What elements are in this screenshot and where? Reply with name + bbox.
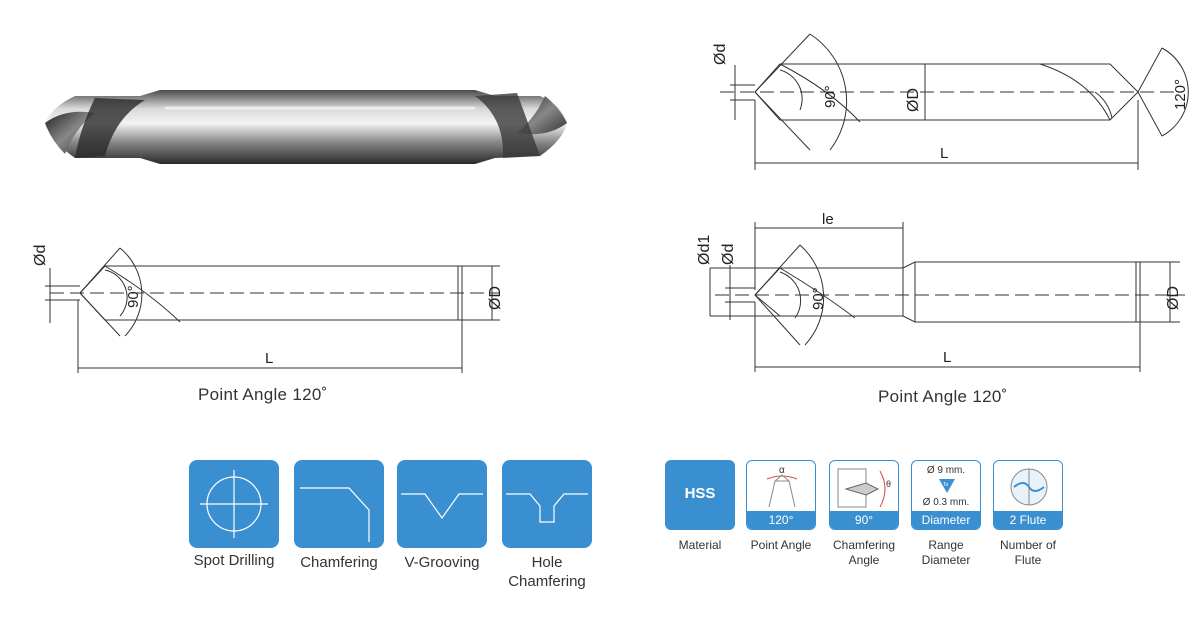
app-hole-chamfering-label: Hole Chamfering [508, 554, 586, 590]
spec-point-angle-card: α 120° [746, 460, 816, 530]
label-d: Ød [712, 44, 729, 65]
spec-flute-label: Number of Flute [999, 538, 1057, 567]
range-min: Ø 0.3 mm. [922, 497, 970, 508]
spec-chamfering-angle-card: θ 90° [829, 460, 899, 530]
spec-flute-value: 2 Flute [994, 511, 1062, 529]
chamfer-angle-icon: θ [837, 468, 891, 508]
spec-flute-card: 2 Flute [993, 460, 1063, 530]
flute-icon [1010, 468, 1048, 506]
app-hole-chamfering-tile [502, 460, 592, 548]
drawing-double-end: Ød ØD 90° 120° L [712, 33, 1189, 170]
spec-range-diameter-label: Range Diameter [921, 538, 971, 567]
label-d: Ød [720, 244, 737, 265]
label-D: ØD [487, 286, 504, 310]
label-90: 90° [810, 287, 827, 310]
app-v-grooving-label: V-Grooving [404, 554, 480, 571]
spec-range-diameter-card: Ø 9 mm. To Ø 0.3 mm. Diameter [911, 460, 981, 530]
app-spot-drilling-tile [189, 460, 279, 548]
label-90: 90° [125, 285, 142, 308]
alpha-symbol: α [779, 465, 785, 476]
spec-material-label: Material [678, 538, 722, 552]
label-L: L [265, 350, 273, 367]
label-d1: Ød1 [696, 235, 713, 265]
spec-chamfering-angle-label: Chamfering Angle [832, 538, 896, 567]
product-photo [45, 90, 567, 164]
theta-symbol: θ [886, 479, 891, 489]
label-120: 120° [1172, 79, 1189, 110]
range-to: To [943, 482, 949, 488]
label-L: L [940, 145, 948, 162]
spec-material-value: HSS [684, 485, 716, 502]
spec-range-diameter-value: Diameter [912, 511, 980, 529]
label-d: Ød [32, 245, 49, 266]
crosshair-icon [200, 470, 268, 538]
spec-material-card: HSS [665, 460, 735, 530]
drawing-stepped: Ød1 Ød le ØD 90° L [696, 211, 1185, 372]
chamfer-icon [300, 487, 370, 542]
range-arrow-icon: To [939, 479, 955, 493]
v-groove-icon [401, 493, 483, 520]
point-angle-icon: α [766, 465, 798, 508]
label-D: ØD [1165, 286, 1182, 310]
spec-point-angle-label: Point Angle [750, 538, 812, 552]
drawing-single-end: Ød ØD 90° L [32, 245, 504, 373]
spec-chamfering-angle-value: 90° [830, 511, 898, 529]
caption-left: Point Angle 120˚ [198, 385, 328, 404]
app-chamfering-label: Chamfering [300, 554, 378, 571]
app-chamfering-tile [294, 460, 384, 548]
caption-right: Point Angle 120˚ [878, 387, 1008, 406]
label-L: L [943, 349, 951, 366]
app-v-grooving-tile [397, 460, 487, 548]
label-90: 90° [822, 85, 839, 108]
app-spot-drilling-label: Spot Drilling [193, 552, 275, 569]
label-D: ØD [905, 88, 922, 112]
range-max: Ø 9 mm. [926, 465, 966, 476]
hole-chamfer-icon [506, 493, 588, 523]
spec-point-angle-value: 120° [747, 511, 815, 529]
label-le: le [822, 211, 834, 228]
